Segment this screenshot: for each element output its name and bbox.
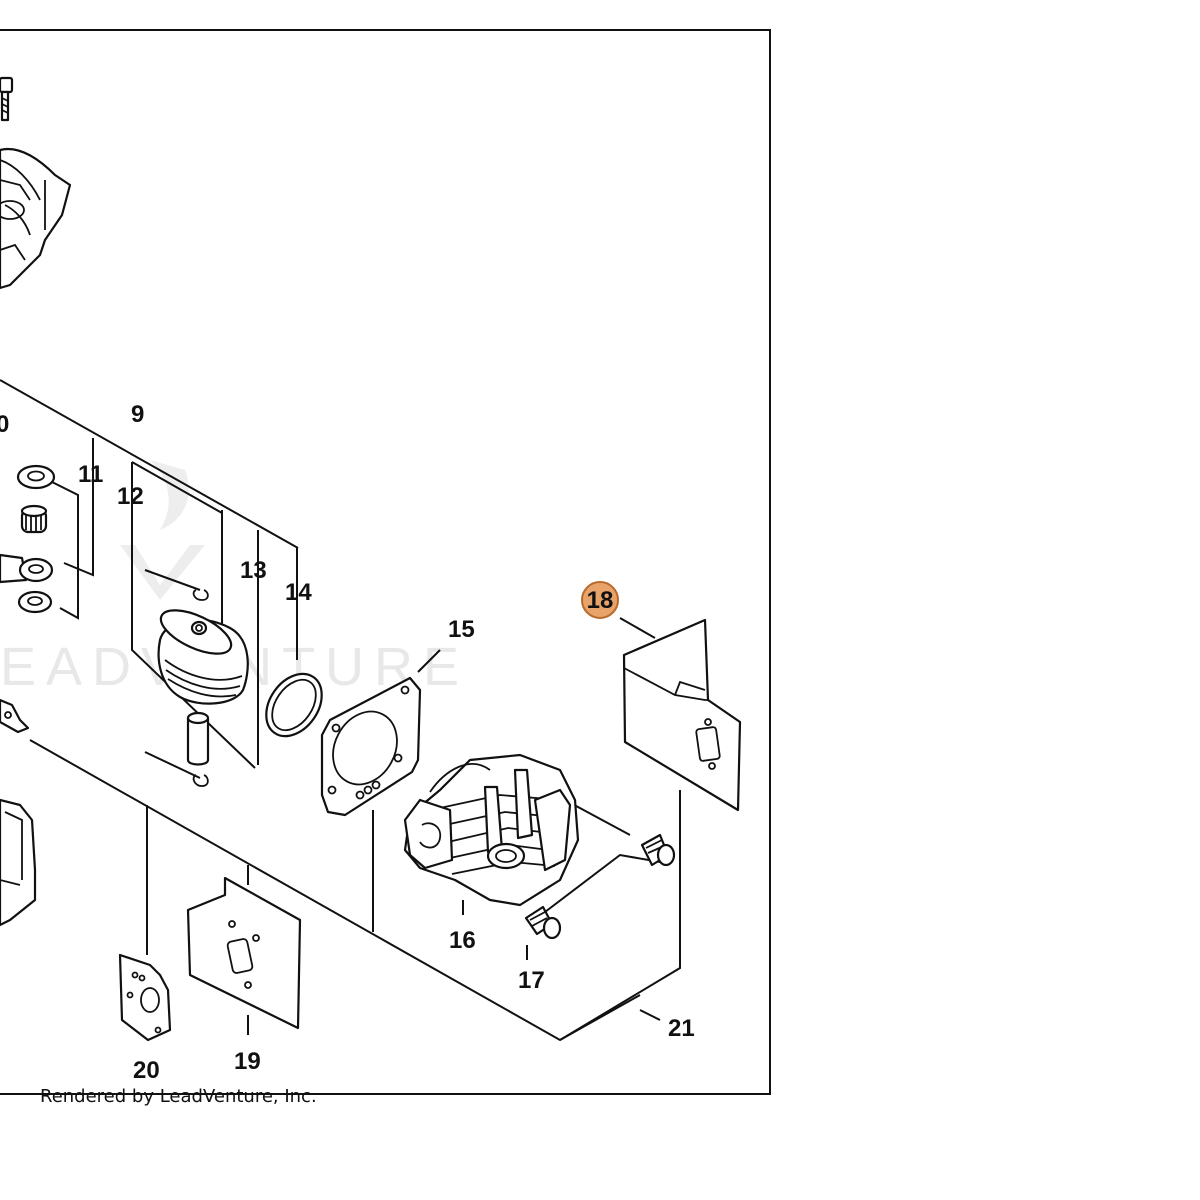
cylinder-gasket-part[interactable]	[320, 676, 422, 817]
footer-credit: Rendered by LeadVenture, Inc.	[40, 1086, 317, 1107]
cylinder-base-part[interactable]	[0, 798, 37, 927]
callout-18-highlight[interactable]: 18	[581, 581, 619, 619]
screw-part-top[interactable]	[0, 76, 14, 122]
callout-9[interactable]: 9	[131, 401, 144, 428]
muffler-gasket-part[interactable]	[186, 876, 302, 1030]
callout-21[interactable]: 21	[668, 1015, 695, 1042]
piston-ring-part[interactable]	[255, 663, 333, 746]
cylinder-screw-part-upper[interactable]	[640, 833, 676, 867]
piston-part[interactable]	[155, 601, 249, 705]
callout-labels: 0 9 11 12 13 14 15 16 17 19 20 21	[0, 401, 695, 1084]
diagram-frame	[0, 29, 771, 1095]
circlip-part-top[interactable]	[192, 589, 209, 601]
crankcase-gasket-part[interactable]	[0, 698, 30, 734]
intake-gasket-part[interactable]	[118, 953, 172, 1042]
piston-pin-part[interactable]	[186, 711, 210, 766]
callout-18[interactable]: 18	[587, 587, 614, 614]
callout-15[interactable]: 15	[448, 616, 475, 643]
leader-lines	[0, 379, 681, 1042]
cylinder-part[interactable]	[403, 753, 580, 907]
crankcase-part[interactable]	[0, 147, 72, 290]
crankshaft-bearings-part[interactable]	[0, 464, 56, 614]
circlip-part-bottom[interactable]	[192, 774, 209, 787]
callout-11[interactable]: 11	[78, 461, 103, 488]
callout-20[interactable]: 20	[133, 1057, 160, 1084]
heat-shield-part[interactable]	[622, 618, 742, 812]
callout-17[interactable]: 17	[518, 967, 545, 994]
callout-16[interactable]: 16	[449, 927, 476, 954]
callout-18-badge	[581, 581, 619, 619]
cylinder-screw-part-lower[interactable]	[524, 905, 562, 940]
callout-14[interactable]: 14	[285, 579, 312, 606]
callout-19[interactable]: 19	[234, 1048, 261, 1075]
callout-13[interactable]: 13	[240, 557, 267, 584]
callout-0[interactable]: 0	[0, 411, 9, 438]
callout-12[interactable]: 12	[117, 483, 144, 510]
